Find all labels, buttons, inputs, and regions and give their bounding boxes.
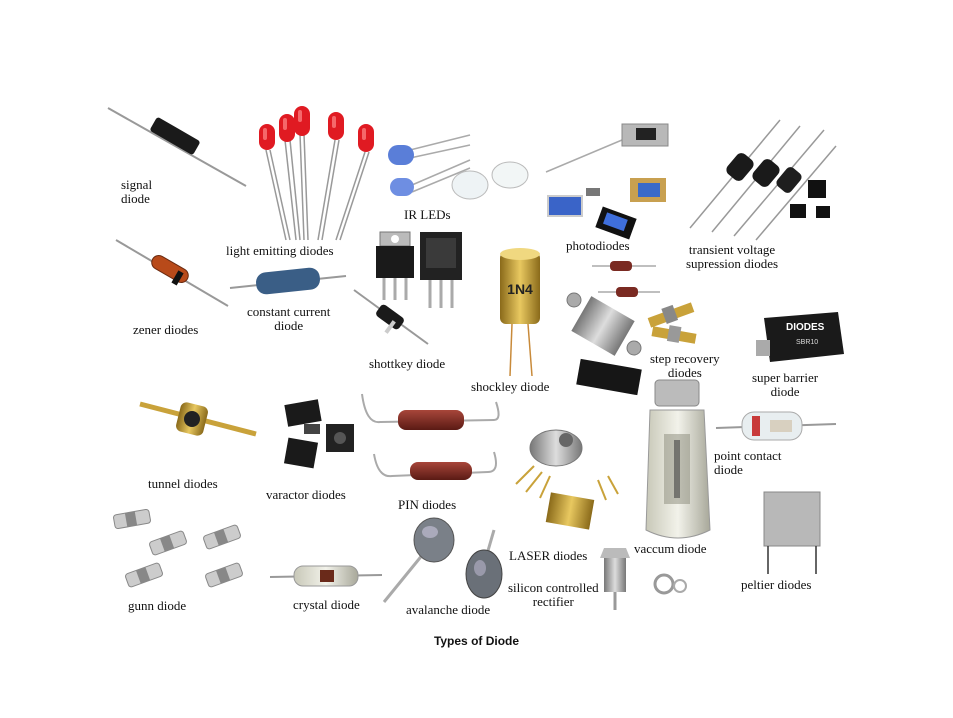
shockley-marking: 1N4	[507, 281, 533, 297]
schottky-diode-icon	[353, 289, 429, 345]
label-ir-leds: IR LEDs	[404, 207, 451, 222]
laser-diode-icon	[515, 429, 619, 530]
photodiode-icon	[545, 123, 669, 240]
label-gunn-diode: gunn diode	[128, 598, 187, 613]
tunnel-diode-icon	[139, 401, 257, 437]
vacuum-diode-icon	[645, 379, 711, 539]
pin-diode-icon	[361, 393, 500, 480]
label-peltier-diodes: peltier diodes	[741, 577, 812, 592]
led-icon	[259, 106, 374, 241]
label-crystal-diode: crystal diode	[293, 597, 360, 612]
constant-current-diode-icon	[229, 267, 347, 295]
zener-diode-icon	[115, 239, 229, 307]
avalanche-diode-icon	[382, 517, 503, 603]
to220-package-icon	[376, 231, 462, 308]
varactor-diode-icon	[283, 399, 354, 469]
label-silicon-controlled-rectifier: silicon controlled rectifier	[508, 580, 599, 609]
label-varactor-diodes: varactor diodes	[266, 487, 346, 502]
crystal-diode-icon	[269, 565, 383, 587]
label-constant-current-diode: constant current diode	[247, 304, 331, 333]
label-transient-voltage-suppression: transient voltage supression diodes	[686, 242, 779, 271]
label-light-emitting-diodes: light emitting diodes	[226, 243, 334, 258]
microwave-module-icon	[566, 292, 642, 396]
peltier-diode-icon	[763, 491, 821, 574]
label-laser-diodes: LASER diodes	[509, 548, 588, 563]
tvs-diode-icon	[689, 119, 837, 241]
figure-caption: Types of Diode	[433, 634, 520, 648]
scr-icon	[600, 548, 687, 610]
label-avalanche-diode: avalanche diode	[406, 602, 491, 617]
label-signal-diode: signal diode	[121, 177, 153, 206]
label-pin-diodes: PIN diodes	[398, 497, 457, 512]
label-zener-diodes: zener diodes	[133, 322, 199, 337]
diodes-logo: DIODES	[786, 322, 825, 333]
label-step-recovery-diodes: step recovery diodes	[650, 351, 720, 380]
point-contact-diode-icon	[715, 411, 837, 441]
label-vacuum-diode: vaccum diode	[634, 541, 707, 556]
shockley-diode-icon: 1N4	[500, 248, 540, 377]
label-photodiodes: photodiodes	[566, 238, 630, 253]
ir-led-icon	[388, 134, 529, 200]
step-recovery-diode-icon	[592, 261, 697, 344]
gunn-diode-icon	[113, 508, 243, 588]
label-shockley-diode: shockley diode	[471, 379, 550, 394]
label-super-barrier-diode: super barrier diode	[752, 370, 819, 399]
label-schottky-diode: shottkey diode	[369, 356, 446, 371]
diodes-part-number: SBR10	[796, 339, 818, 346]
super-barrier-diode-icon: DIODES SBR10	[756, 312, 844, 362]
label-tunnel-diodes: tunnel diodes	[148, 476, 218, 491]
signal-diode-icon	[107, 107, 247, 187]
label-point-contact-diode: point contact diode	[714, 448, 782, 477]
